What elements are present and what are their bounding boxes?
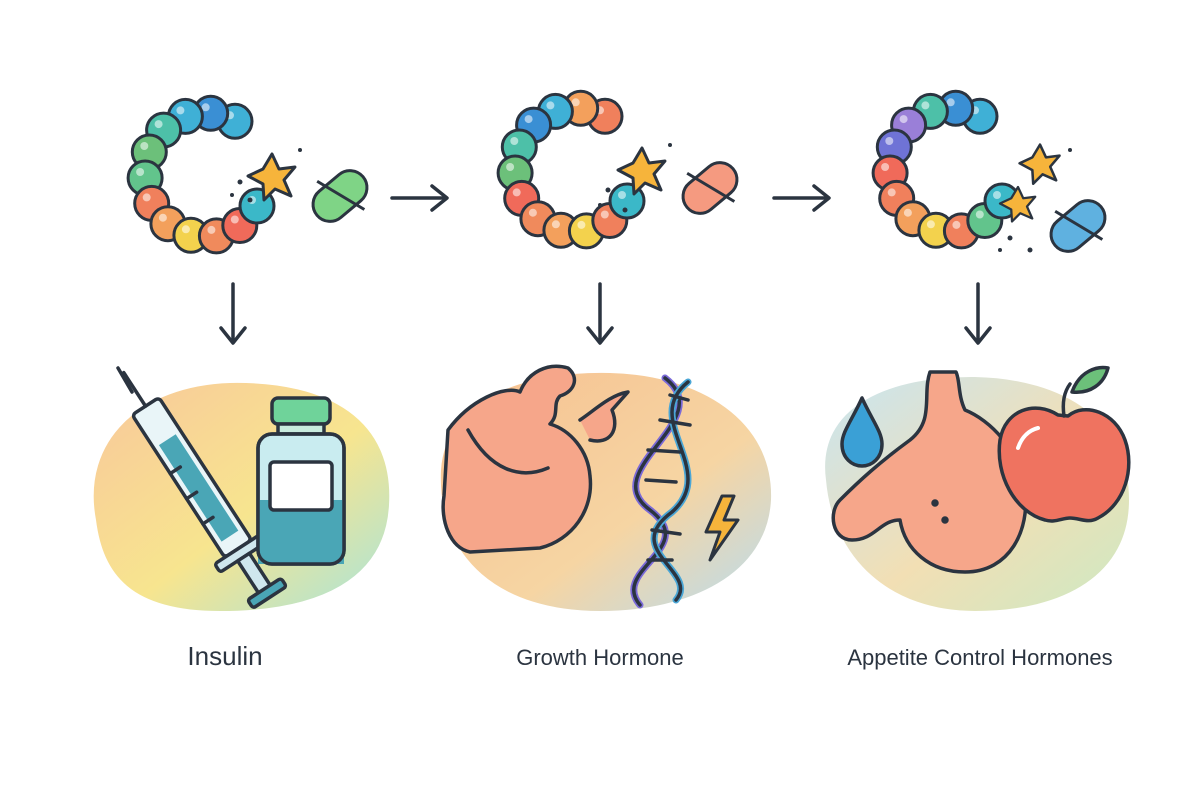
water-drop-icon: [840, 396, 884, 468]
bead-highlight: [230, 215, 239, 224]
label-growth-hormone: Growth Hormone: [516, 645, 684, 670]
bead-highlight: [600, 210, 609, 219]
bead-highlight: [154, 120, 163, 129]
cleavage-star-icon: [246, 152, 297, 202]
bead-highlight: [887, 188, 896, 197]
blocker-capsule-icon: [311, 169, 369, 223]
bead-highlight: [524, 115, 533, 124]
bead-highlight: [952, 220, 961, 229]
bead-highlight: [993, 191, 1001, 199]
debris-dots: [598, 143, 672, 213]
cleavage-star-icon: [1018, 143, 1061, 185]
bead-highlight: [512, 188, 521, 197]
bead-highlight: [176, 106, 185, 115]
bead-highlight: [510, 137, 519, 145]
bead-highlight: [885, 137, 894, 145]
bead-highlight: [140, 142, 149, 150]
bead-highlight: [528, 208, 537, 217]
bead-highlight: [946, 98, 955, 107]
bead-highlight: [201, 103, 210, 112]
peptide-chain-2: [496, 89, 646, 250]
bead-highlight: [207, 225, 216, 234]
arrow-right-icon: [772, 184, 831, 212]
bead-highlight: [903, 208, 912, 217]
stomach-icon: [831, 370, 1028, 574]
dna-helix-icon: [630, 374, 692, 609]
apple-icon: [997, 365, 1131, 523]
lightning-icon: [704, 494, 740, 562]
bead-highlight: [142, 193, 151, 202]
cleavage-star-icon: [616, 146, 667, 196]
bead-highlight: [577, 220, 586, 229]
vial-icon: [256, 396, 346, 566]
label-insulin: Insulin: [187, 641, 263, 671]
peptide-chain-3: [871, 89, 1021, 250]
bead-highlight: [546, 101, 555, 110]
arrow-down-icon: [219, 282, 247, 345]
blocker-capsule-icon: [681, 161, 739, 215]
arrow-down-icon: [586, 282, 614, 345]
debris-dots: [230, 148, 302, 203]
bead-highlight: [551, 220, 560, 229]
bead-highlight: [571, 98, 580, 107]
arrow-down-icon: [964, 282, 992, 345]
flexed-arm-icon: [441, 364, 630, 554]
debris-dots: [998, 148, 1072, 253]
blocker-capsule-icon: [1049, 199, 1107, 253]
bead-highlight: [975, 210, 984, 219]
bead-highlight: [899, 115, 908, 124]
bead-highlight: [921, 101, 930, 110]
cleavage-star-icon: [998, 185, 1037, 223]
arrow-right-icon: [390, 184, 449, 212]
bead-highlight: [506, 163, 515, 171]
peptide-chain-1: [126, 94, 276, 255]
label-appetite-control-hormones: Appetite Control Hormones: [847, 645, 1113, 670]
bead-highlight: [926, 220, 935, 229]
bead-highlight: [881, 163, 890, 171]
bead-highlight: [618, 191, 626, 199]
bead-highlight: [181, 225, 190, 234]
syringe-icon: [116, 366, 288, 609]
bead-highlight: [136, 168, 145, 176]
bead-highlight: [158, 213, 167, 222]
